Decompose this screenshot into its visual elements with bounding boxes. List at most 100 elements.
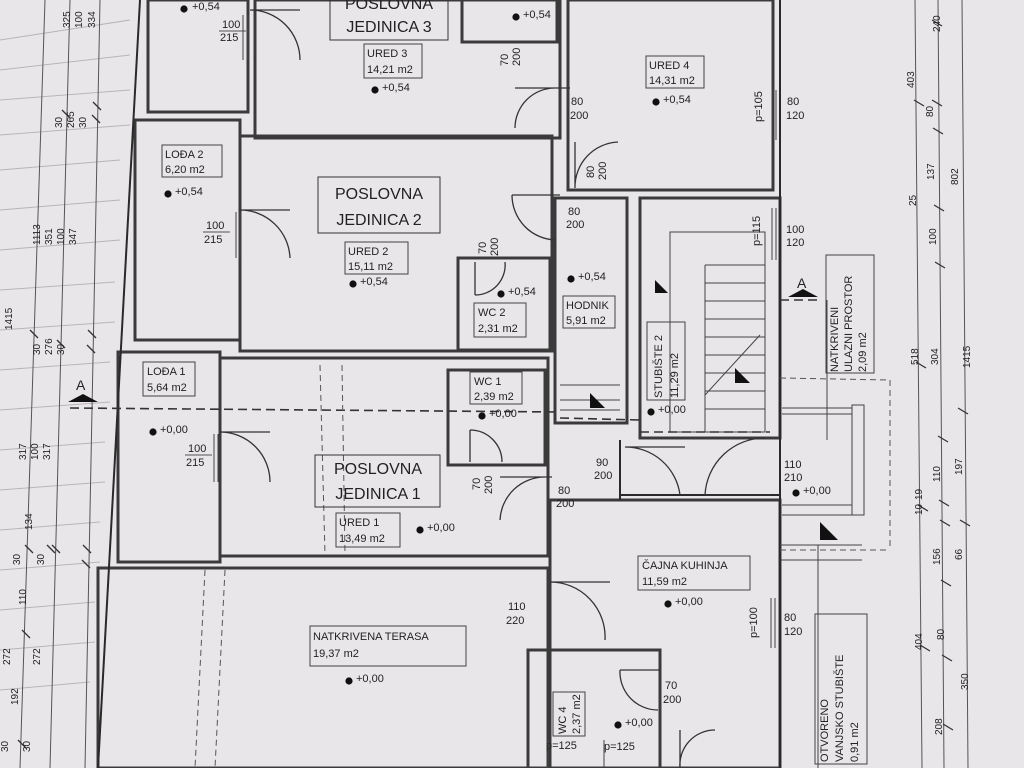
door-15-h: 120 xyxy=(784,626,802,638)
elev-7: +0,00 xyxy=(160,424,188,436)
dim-left-16: 317 xyxy=(42,443,53,460)
room-area-loda1: 5,64 m2 xyxy=(147,382,187,394)
dim-right-13: 19 xyxy=(914,488,925,500)
door-6-w: 80 xyxy=(568,206,580,218)
dim-left-11: 30 xyxy=(32,343,43,355)
dim-right-7: 518 xyxy=(910,348,921,365)
dim-left-22: 272 xyxy=(32,648,43,665)
dim-left-9: 347 xyxy=(68,228,79,245)
door-11-w: 80 xyxy=(558,485,570,497)
unit3-title-line2: JEDINICA 3 xyxy=(346,19,431,36)
dim-left-4: 265 xyxy=(66,111,77,128)
elev-12: +0,00 xyxy=(675,596,703,608)
building-walls xyxy=(96,0,782,768)
dim-right-1: 403 xyxy=(906,71,917,88)
room-area-ured3: 14,21 m2 xyxy=(367,64,413,76)
room-area-ured4: 14,31 m2 xyxy=(649,75,695,87)
elev-11: +0,00 xyxy=(803,485,831,497)
door-8-h: 120 xyxy=(786,237,804,249)
section-mark-right: A xyxy=(797,275,807,291)
dim-right-16: 404 xyxy=(914,633,925,650)
elevation-markers: +0,54 +0,54 +0,54 +0,54 +0,54 +0,54 +0,5… xyxy=(160,1,831,729)
dim-left-19: 30 xyxy=(36,553,47,565)
parapet-labels: p=105 p=115 p=100 p=125 p=125 xyxy=(546,91,765,753)
room-name-hodnik: HODNIK xyxy=(566,300,609,312)
door-4-w: 80 xyxy=(585,166,597,178)
elev-6b: +0,54 xyxy=(508,286,536,298)
parapet-2: p=100 xyxy=(748,607,760,638)
unit2-title-line1: POSLOVNA xyxy=(335,186,423,203)
door-16-h: 200 xyxy=(663,694,681,706)
elevation-symbols xyxy=(149,5,800,729)
parapet-0: p=105 xyxy=(753,91,765,122)
dim-right-2: 80 xyxy=(925,105,936,117)
door-11-h: 200 xyxy=(556,498,574,510)
vanjsko-line1: OTVORENO xyxy=(819,699,831,762)
elev-10: +0,00 xyxy=(427,522,455,534)
elev-14: +0,00 xyxy=(625,717,653,729)
window-hatches xyxy=(213,15,777,768)
room-name-wc1: WC 1 xyxy=(474,376,502,388)
dim-left-20: 110 xyxy=(18,589,29,605)
door-9-h: 215 xyxy=(186,457,204,469)
room-area-hodnik: 5,91 m2 xyxy=(566,315,606,327)
door-14-h: 220 xyxy=(506,615,524,627)
dim-right-3: 137 xyxy=(926,163,937,180)
dim-right-15: 66 xyxy=(954,548,965,560)
room-area-stubiste2: 11,29 m2 xyxy=(669,353,681,398)
door-7-w: 70 xyxy=(477,242,489,254)
ulaz-line2: ULAZNI PROSTOR xyxy=(843,276,855,372)
dim-left-0: 325 xyxy=(62,11,73,28)
room-area-wc1: 2,39 m2 xyxy=(474,391,514,403)
left-dimension-ticks xyxy=(17,101,102,749)
room-name-wc2: WC 2 xyxy=(478,307,506,319)
dim-right-9: 1415 xyxy=(962,345,973,368)
door-2-h: 200 xyxy=(570,110,588,122)
dim-right-10: 110 xyxy=(932,466,943,482)
left-dimension-lines xyxy=(19,0,101,768)
dim-left-23: 192 xyxy=(10,688,21,705)
door-13-h: 210 xyxy=(784,472,802,484)
dim-right-11: 197 xyxy=(954,458,965,475)
elev-1: +0,54 xyxy=(523,9,551,21)
dim-right-6: 100 xyxy=(928,228,939,245)
dim-left-24: 30 xyxy=(0,740,11,752)
dim-right-17: 80 xyxy=(936,628,947,640)
room-name-ured4: URED 4 xyxy=(649,60,689,72)
dim-left-1: 100 xyxy=(74,11,85,28)
room-name-ured3: URED 3 xyxy=(367,48,407,60)
room-area-wc4: 2,37 m2 xyxy=(571,694,583,734)
section-mark-left: A xyxy=(76,377,86,393)
dim-right-12: 10 xyxy=(914,503,925,515)
dim-left-5: 30 xyxy=(78,116,89,128)
dim-left-14: 317 xyxy=(18,443,29,460)
elev-8: +0,00 xyxy=(489,408,517,420)
room-area-ured2: 15,11 m2 xyxy=(348,261,393,273)
door-12-h: 200 xyxy=(594,470,612,482)
right-dimension-values: 240 403 80 137 802 25 100 518 304 1415 1… xyxy=(906,15,973,735)
door-1-h: 200 xyxy=(511,48,523,66)
door-8-w: 100 xyxy=(786,224,804,236)
dim-left-10: 1415 xyxy=(4,307,15,330)
parapet-1: p=115 xyxy=(751,216,763,246)
door-5-w: 100 xyxy=(206,220,224,232)
door-1-w: 70 xyxy=(499,54,511,66)
door-4-h: 200 xyxy=(597,162,609,180)
room-name-stubiste2: STUBIŠTE 2 xyxy=(652,335,665,398)
door-5-h: 215 xyxy=(204,234,222,246)
parapet-3: p=125 xyxy=(546,740,577,752)
dim-right-0: 240 xyxy=(932,15,943,32)
vanjsko-line2: VANJSKO STUBIŠTE xyxy=(833,655,846,762)
room-name-ured1: URED 1 xyxy=(339,517,379,529)
door-10-h: 200 xyxy=(483,476,495,494)
dim-left-25: 30 xyxy=(22,740,33,752)
door-7-h: 200 xyxy=(489,238,501,256)
dim-left-13: 30 xyxy=(56,343,67,355)
room-name-wc4: WC 4 xyxy=(557,707,569,735)
right-dimension-lines xyxy=(914,0,969,768)
dim-left-18: 30 xyxy=(12,553,23,565)
door-dimensions: 100 215 70 200 80 200 80 120 80 200 100 … xyxy=(185,19,804,706)
elev-13: +0,00 xyxy=(356,673,384,685)
door-14-w: 110 xyxy=(508,601,526,613)
overhang-lines xyxy=(194,364,891,768)
